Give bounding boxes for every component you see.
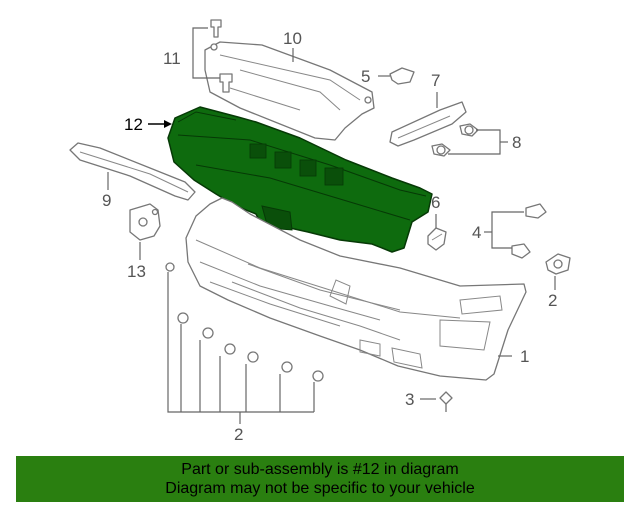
part-1-bumper-cover[interactable] — [185, 197, 527, 381]
callout-7: 7 — [431, 71, 440, 90]
info-banner: Part or sub-assembly is #12 in diagram D… — [16, 456, 624, 502]
callout-6: 6 — [431, 193, 440, 212]
part-13-bracket[interactable] — [129, 203, 161, 241]
callout-13: 13 — [127, 262, 146, 281]
callout-1: 1 — [520, 347, 529, 366]
part-5-clip[interactable] — [389, 67, 415, 85]
part-7-side-bracket[interactable] — [389, 101, 467, 147]
callout-10: 10 — [283, 29, 302, 48]
callout-5: 5 — [361, 67, 370, 86]
part-2-bolts[interactable] — [165, 262, 324, 382]
part-2-right-bolt[interactable] — [545, 253, 571, 275]
part-6-clip[interactable] — [427, 227, 447, 251]
banner-line-1: Part or sub-assembly is #12 in diagram — [181, 461, 459, 478]
callout-2-bolts: 2 — [234, 425, 243, 444]
leader-lines — [107, 27, 556, 424]
banner-line-2: Diagram may not be specific to your vehi… — [165, 480, 475, 497]
part-8-bolts[interactable] — [431, 123, 479, 157]
callout-2-right: 2 — [548, 291, 557, 310]
part-12-bumper-absorber[interactable] — [167, 106, 433, 253]
callout-4: 4 — [472, 223, 481, 242]
callout-9: 9 — [102, 191, 111, 210]
callout-12: 12 — [124, 115, 143, 134]
part-11-bolts[interactable] — [210, 19, 233, 93]
callout-3: 3 — [405, 390, 414, 409]
parts-diagram: 1 2 2 3 4 5 6 7 8 9 10 11 12 13 — [69, 19, 571, 444]
part-10-upper-bracket[interactable] — [204, 41, 375, 141]
callout-8: 8 — [512, 133, 521, 152]
callout-11: 11 — [163, 49, 181, 68]
part-9-side-strip[interactable] — [69, 142, 196, 201]
part-4-retainers[interactable] — [511, 203, 547, 259]
part-3-pin[interactable] — [439, 391, 453, 412]
